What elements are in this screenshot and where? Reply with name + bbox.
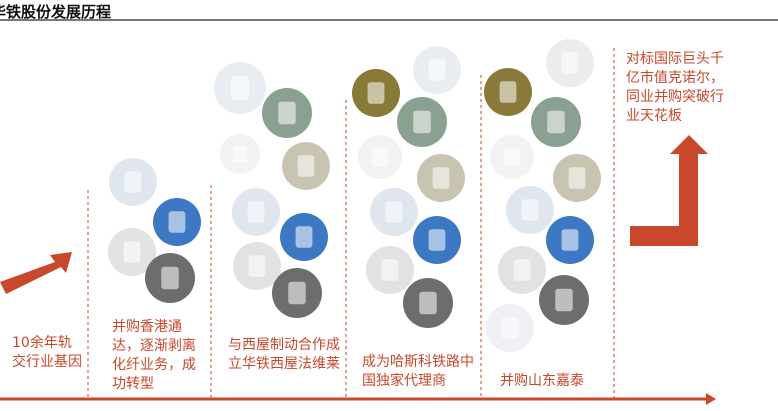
product-shape <box>123 241 141 263</box>
page-title: 华铁股份发展历程 <box>0 3 112 21</box>
breakthrough-arrow-icon <box>630 135 708 246</box>
stage-label: 并购山东嘉泰 <box>500 373 584 389</box>
product-shape <box>381 259 399 281</box>
product-shape <box>367 82 385 104</box>
product-shape <box>561 229 579 251</box>
product-shape <box>161 266 179 290</box>
stage-label: 并购香港通达，逐渐剥离化纤业务，成功转型 <box>112 319 196 392</box>
product-shape <box>501 317 519 339</box>
product-shape <box>124 171 142 193</box>
product-shape <box>278 101 296 125</box>
product-shape <box>547 110 565 134</box>
product-shape <box>297 155 315 177</box>
product-shape <box>372 147 388 167</box>
product-shape <box>521 199 539 221</box>
title-divider <box>0 19 778 21</box>
product-shape <box>513 259 531 281</box>
product-shape <box>385 201 403 223</box>
product-shape <box>504 147 520 167</box>
product-shape <box>419 291 437 315</box>
product-shape <box>230 76 250 100</box>
product-shape <box>413 110 431 134</box>
product-shape <box>233 145 247 163</box>
stage-label: 与西屋制动合作成立华铁西屋法维莱 <box>228 337 340 372</box>
product-shape <box>428 59 446 81</box>
stage-label: 10余年轨交行业基因 <box>12 335 82 370</box>
product-shape <box>248 255 266 277</box>
product-shape <box>295 226 313 248</box>
product-shape <box>555 288 573 312</box>
growth-arrow-icon <box>0 252 72 294</box>
product-shape <box>288 281 306 305</box>
product-shape <box>432 167 450 189</box>
product-shape <box>247 201 265 223</box>
timeline-arrow <box>0 393 716 405</box>
product-shape <box>168 211 186 233</box>
product-shape <box>568 167 586 189</box>
stage-label: 成为哈斯科铁路中国独家代理商 <box>362 354 474 389</box>
product-shape <box>499 81 517 103</box>
product-shape <box>428 229 446 251</box>
product-shape <box>561 52 579 74</box>
stage-label: 对标国际巨头千亿市值克诺尔，同业并购突破行业天花板 <box>626 51 724 124</box>
